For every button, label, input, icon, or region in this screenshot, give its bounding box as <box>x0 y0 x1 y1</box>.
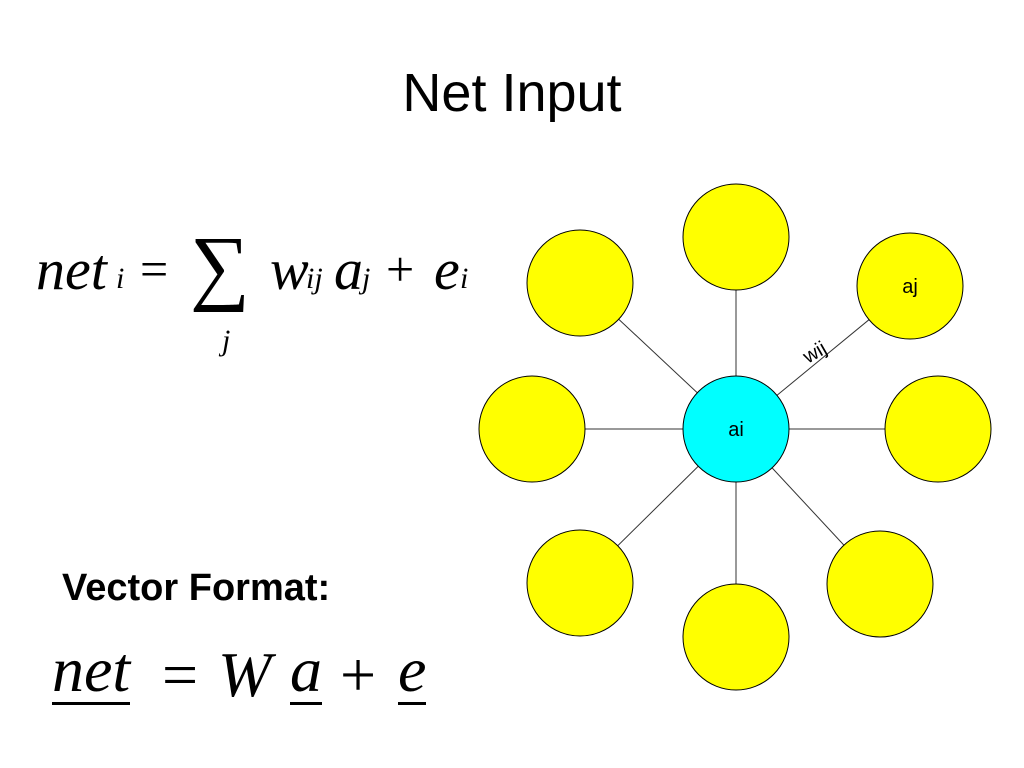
vec-e: e <box>398 634 427 705</box>
eq-w: w <box>270 237 309 302</box>
nodes: aj ai <box>478 183 992 691</box>
slide-title: Net Input <box>402 63 622 123</box>
node-top-right-label: aj <box>902 276 918 298</box>
vec-equals: = <box>162 639 199 710</box>
node-top-right <box>856 232 964 340</box>
node-center <box>682 375 790 483</box>
eq-plus: + <box>386 241 415 297</box>
eq-a-subscript: j <box>362 262 371 295</box>
node-right <box>884 375 992 483</box>
eq-a: a <box>334 237 363 302</box>
net-input-sum-equation: net i = ∑ j w ij a j + e i <box>36 220 496 376</box>
node-bottom-left <box>526 529 634 637</box>
eq-e-subscript: i <box>460 262 469 295</box>
weight-label: wij <box>799 337 831 368</box>
eq-net-subscript: i <box>116 262 125 295</box>
vector-format-label: Vector Format: <box>62 567 331 609</box>
vector-equation: net = W a + e <box>52 632 492 722</box>
node-left <box>478 375 586 483</box>
eq-w-subscript: ij <box>306 262 323 295</box>
vec-a: a <box>290 634 322 705</box>
node-top <box>682 183 790 291</box>
node-center-label: ai <box>728 419 744 441</box>
node-bottom <box>682 583 790 691</box>
vec-plus: + <box>340 639 377 710</box>
eq-sigma-subscript: j <box>222 324 231 357</box>
vec-W: W <box>218 639 272 710</box>
node-top-left <box>526 229 634 337</box>
node-bottom-right <box>826 530 934 638</box>
eq-net: net <box>36 237 107 302</box>
sigma-symbol: ∑ <box>190 220 250 313</box>
eq-e: e <box>434 237 460 302</box>
eq-equals: = <box>140 241 169 297</box>
vec-net: net <box>52 634 131 705</box>
